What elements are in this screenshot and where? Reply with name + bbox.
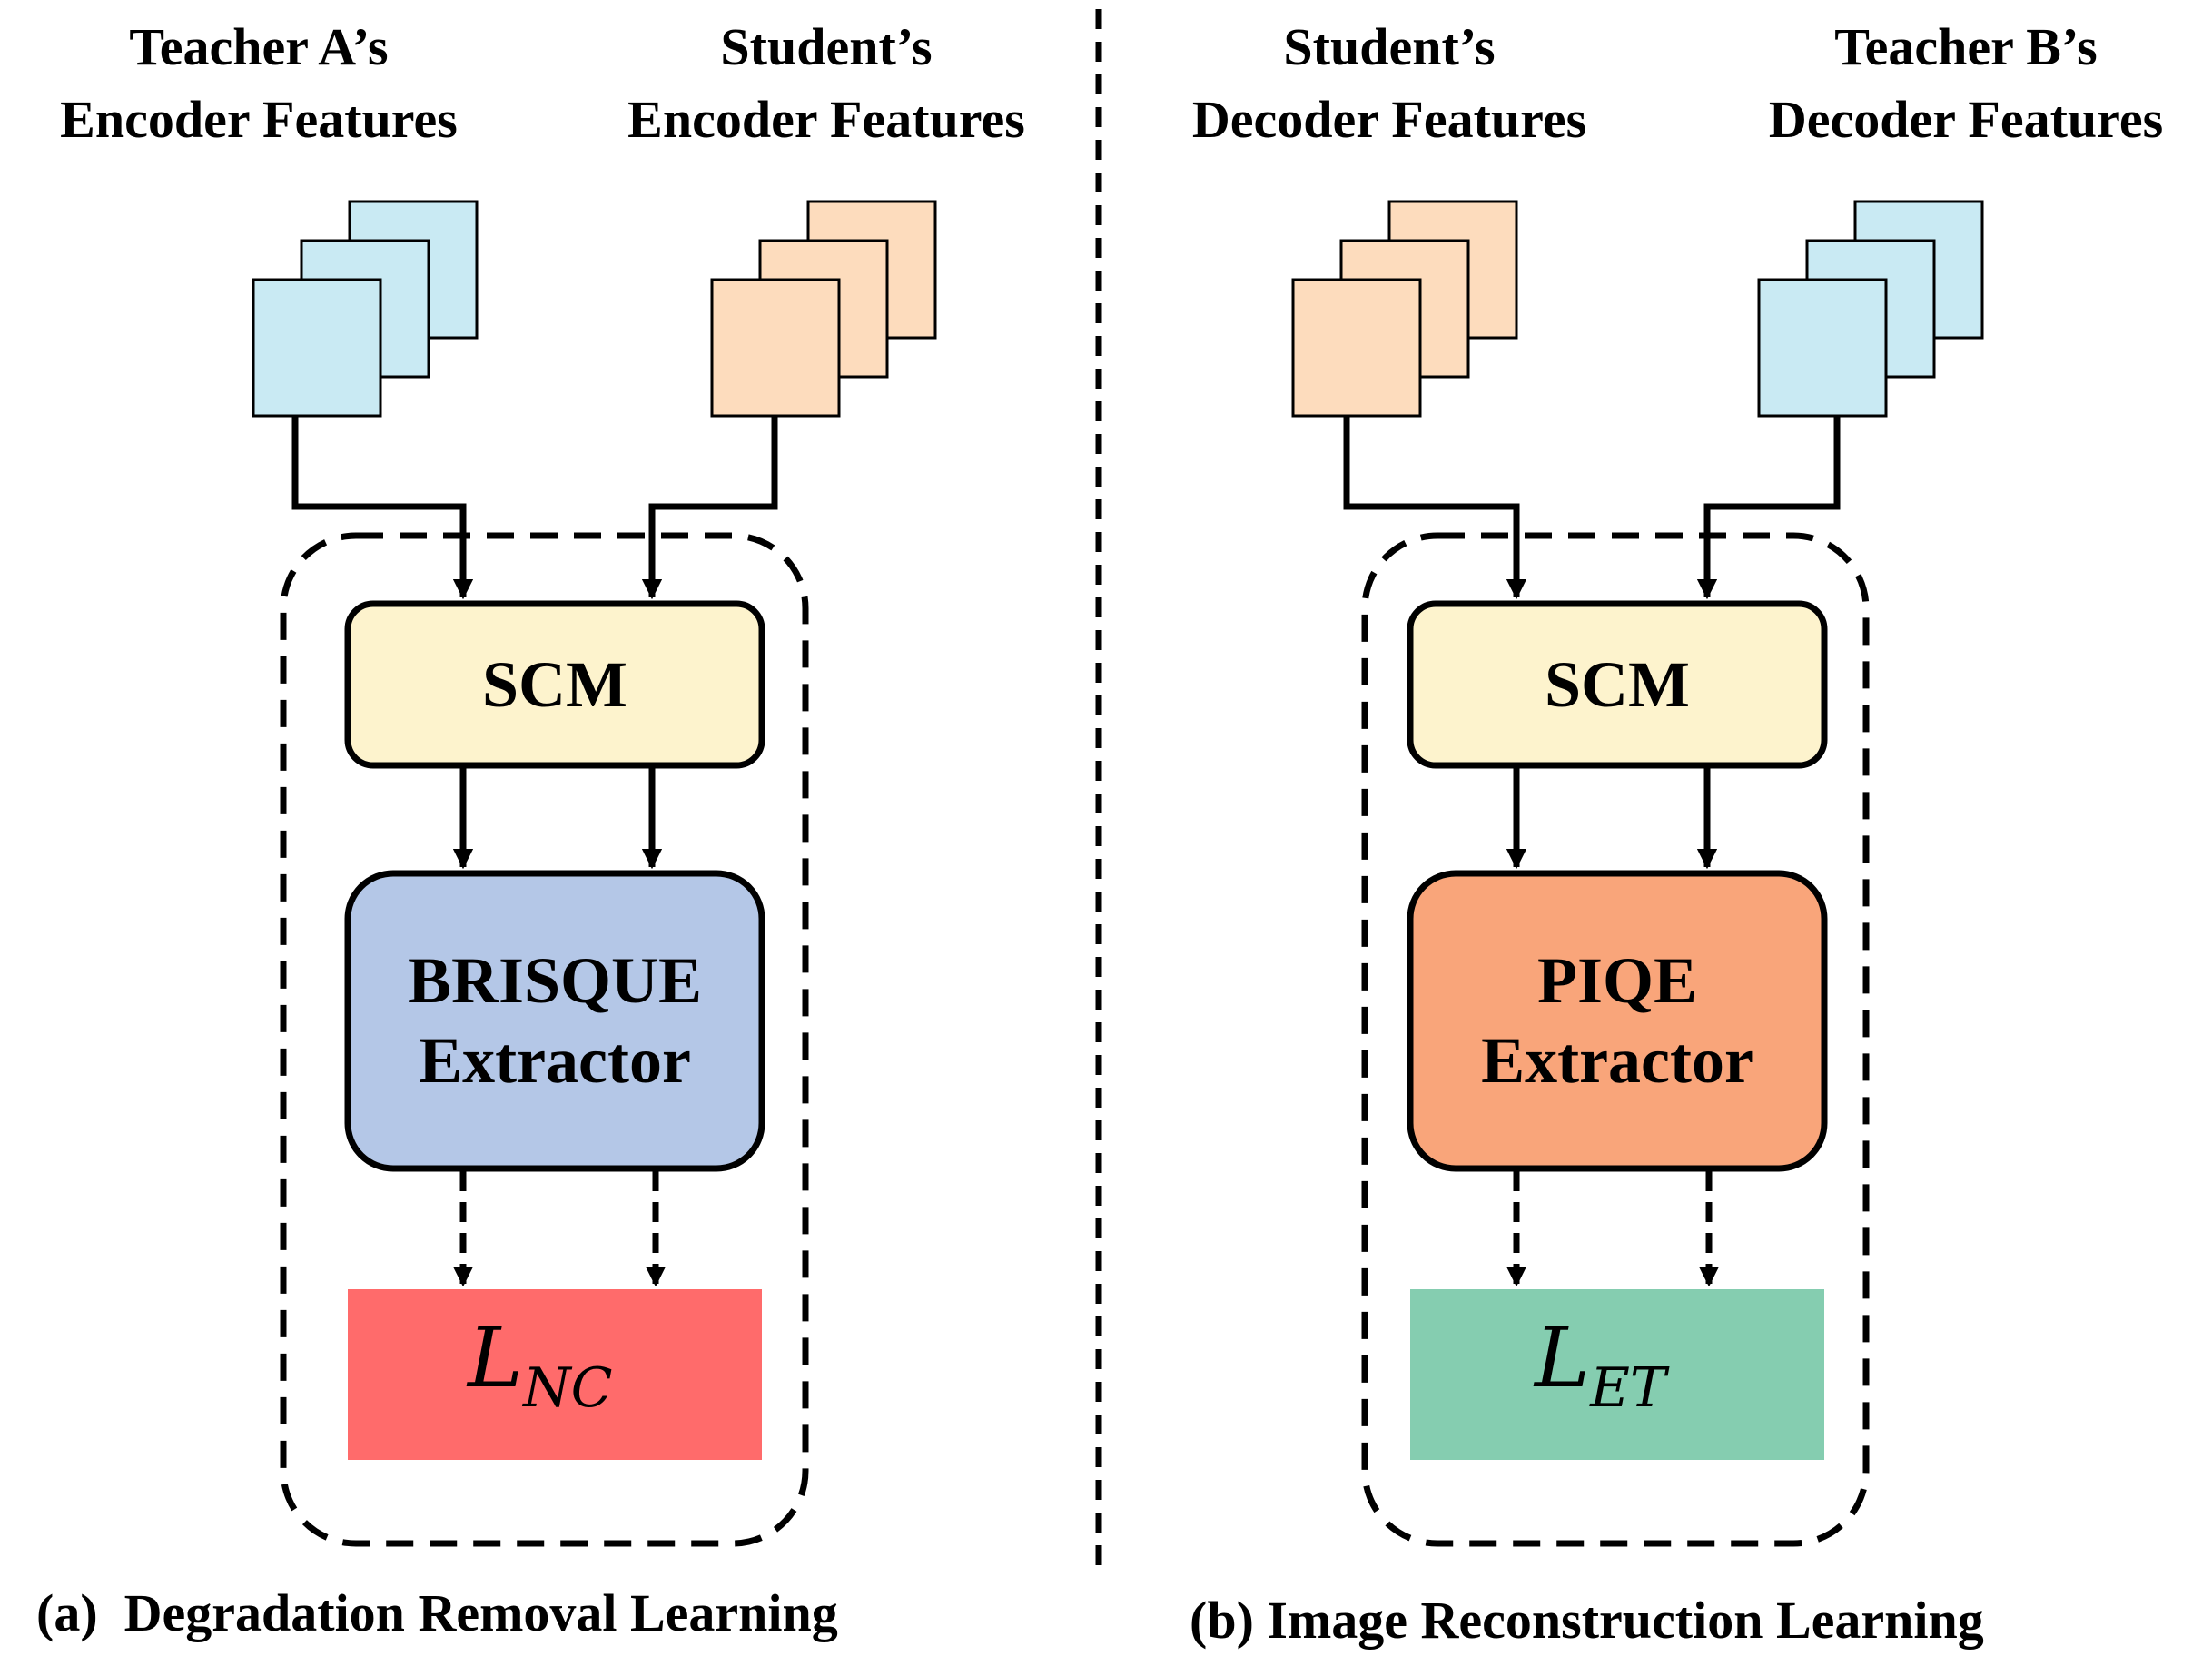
student-enc-to-scm-arrow bbox=[641, 416, 778, 600]
loss-et-subscript: ET bbox=[1590, 1356, 1666, 1420]
caption-b: (b) Image Reconstruction Learning bbox=[1190, 1591, 1984, 1650]
loss-nc-box bbox=[348, 1289, 762, 1460]
teacher-b-to-scm-arrow bbox=[1696, 416, 1841, 600]
teacher-b-header-line1: Teacher B’s bbox=[1834, 17, 2098, 76]
extractor-label-line2-b: Extractor bbox=[1481, 1024, 1753, 1097]
loss-et-symbol: L bbox=[1535, 1309, 1591, 1406]
teacher-a-feature-map-front bbox=[252, 278, 382, 418]
panel-a-graphics bbox=[252, 200, 937, 1547]
teacher-b-decoder-header: Teacher B’s Decoder Features bbox=[1725, 11, 2207, 156]
student-enc-header-line2: Encoder Features bbox=[627, 90, 1025, 149]
piqe-extractor-box bbox=[1407, 870, 1828, 1172]
student-decoder-feature-stack bbox=[1291, 200, 1518, 418]
student-enc-feature-map-front bbox=[710, 278, 841, 418]
loss-et-box bbox=[1410, 1289, 1824, 1460]
panel-b-module-boundary bbox=[1361, 532, 1870, 1547]
loss-nc-subscript: NC bbox=[523, 1356, 613, 1420]
panel-a-module-boundary bbox=[280, 532, 809, 1547]
teacher-a-header-line1: Teacher A’s bbox=[129, 17, 389, 76]
scm-label-b: SCM bbox=[1545, 648, 1690, 721]
student-dec-to-scm-arrow bbox=[1343, 416, 1527, 600]
student-dec-header-line1: Student’s bbox=[1283, 17, 1496, 76]
caption-a: (a) Degradation Removal Learning bbox=[36, 1583, 838, 1642]
teacher-b-feature-stack bbox=[1757, 200, 1984, 418]
brisque-extractor-box bbox=[344, 870, 765, 1172]
panel-b-graphics bbox=[1291, 200, 1984, 1547]
student-dec-header-line2: Decoder Features bbox=[1191, 90, 1587, 149]
piqe-label-line1: PIQE bbox=[1536, 944, 1698, 1017]
loss-nc-symbol: L bbox=[468, 1309, 524, 1406]
brisque-extractor-label: BRISQUE Extractor bbox=[348, 941, 762, 1100]
piqe-extractor-label: PIQE Extractor bbox=[1410, 941, 1824, 1100]
loss-nc-label: LNC bbox=[468, 1309, 613, 1420]
teacher-b-header-line2: Decoder Features bbox=[1768, 90, 2164, 149]
brisque-label-line1: BRISQUE bbox=[407, 944, 703, 1017]
loss-et-label: LET bbox=[1535, 1309, 1666, 1420]
teacher-a-encoder-header: Teacher A’s Encoder Features bbox=[18, 11, 499, 156]
student-encoder-feature-stack bbox=[710, 200, 937, 418]
student-enc-header-line1: Student’s bbox=[720, 17, 933, 76]
student-dec-feature-map-front bbox=[1291, 278, 1422, 418]
scm-box-a bbox=[344, 600, 765, 769]
teacher-b-feature-map-front bbox=[1757, 278, 1888, 418]
extractor-label-line2-a: Extractor bbox=[419, 1024, 691, 1097]
scm-label-a: SCM bbox=[482, 648, 627, 721]
teacher-a-to-scm-arrow bbox=[291, 416, 474, 600]
scm-box-b bbox=[1407, 600, 1828, 769]
student-decoder-header: Student’s Decoder Features bbox=[1153, 11, 1625, 156]
teacher-a-header-line2: Encoder Features bbox=[60, 90, 458, 149]
teacher-a-feature-stack bbox=[252, 200, 479, 418]
student-encoder-header: Student’s Encoder Features bbox=[590, 11, 1062, 156]
